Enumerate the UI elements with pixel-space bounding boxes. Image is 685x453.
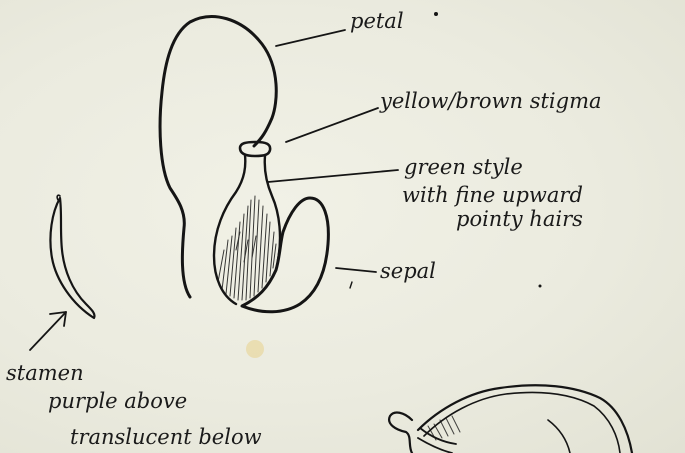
leader-stamen <box>30 312 66 350</box>
label-style-line3: pointy hairs <box>456 207 583 231</box>
label-stamen-line2: purple above <box>48 389 187 413</box>
label-sepal: sepal <box>380 259 436 283</box>
label-style-line1: green style <box>404 155 523 179</box>
leader-petal <box>276 30 345 46</box>
label-petal: petal <box>350 9 404 33</box>
leader-stigma <box>286 108 378 142</box>
label-stamen-line3: translucent below <box>70 425 262 449</box>
leader-sepal-tick <box>350 282 352 288</box>
label-style-line2: with fine upward <box>402 183 583 207</box>
paper-stain <box>246 340 264 358</box>
leader-style <box>268 170 398 182</box>
ink-dot <box>434 12 438 16</box>
label-stamen-line1: stamen <box>6 361 84 385</box>
ink-dot <box>539 285 542 288</box>
leader-sepal <box>336 268 376 272</box>
stamen-outline <box>50 198 94 318</box>
label-stigma: yellow/brown stigma <box>379 89 602 113</box>
second-flower-sketch <box>389 385 632 453</box>
sepal-outline <box>242 198 328 312</box>
